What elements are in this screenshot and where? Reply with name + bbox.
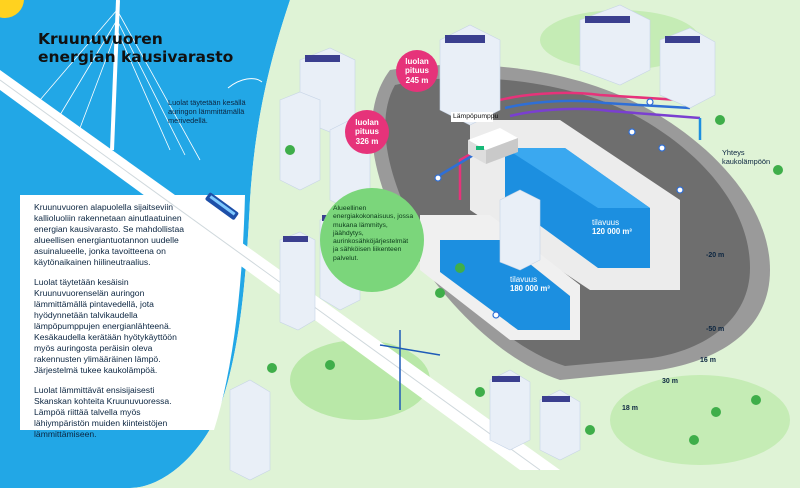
dimension-16m: 16 m (700, 357, 716, 364)
park-area (610, 375, 790, 465)
heat-pump-unit (468, 128, 518, 150)
cave-length-badge-326: luolan pituus 326 m (345, 110, 389, 154)
bridge-pylon (110, 0, 120, 151)
sea-fill-annotation: Luolat täytetään kesällä auringon lämmit… (168, 98, 246, 126)
intro-text: Kruunuvuoren alapuolella sijaitseviin ka… (34, 202, 190, 449)
dimension-18m: 18 m (622, 405, 638, 412)
dimension-30m: 30 m (662, 378, 678, 385)
district-heat-annotation: Yhteys kaukolämpöön (722, 148, 771, 167)
trees (267, 115, 783, 445)
intro-paragraph-2: Luolat täytetään kesäisin Kruunuvuorense… (34, 277, 177, 375)
text-panel (20, 195, 245, 430)
depth-marker-50: -50 m (706, 326, 725, 333)
volume-label-lower: tilavuus 180 000 m³ (510, 275, 550, 293)
cave-length-badge-245: luolan pituus 245 m (396, 50, 438, 92)
regional-energy-circle (320, 188, 424, 292)
intro-paragraph-1: Kruunuvuoren alapuolella sijaitseviin ka… (34, 202, 185, 267)
building-block (229, 4, 716, 481)
page-title: Kruunuvuoren energian kausivarasto (38, 30, 234, 66)
regional-energy-text: Alueellinen energiakokonaisuus, jossa mu… (333, 205, 414, 262)
depth-marker-20: -20 m (706, 252, 725, 259)
tram (205, 192, 239, 220)
heat-pump-label: Lämpöpumppu (451, 112, 499, 122)
volume-label-upper: tilavuus 120 000 m³ (592, 218, 632, 236)
construction-crane (379, 330, 441, 410)
intro-paragraph-3: Luolat lämmittävät ensisijaisesti Skansk… (34, 385, 172, 439)
